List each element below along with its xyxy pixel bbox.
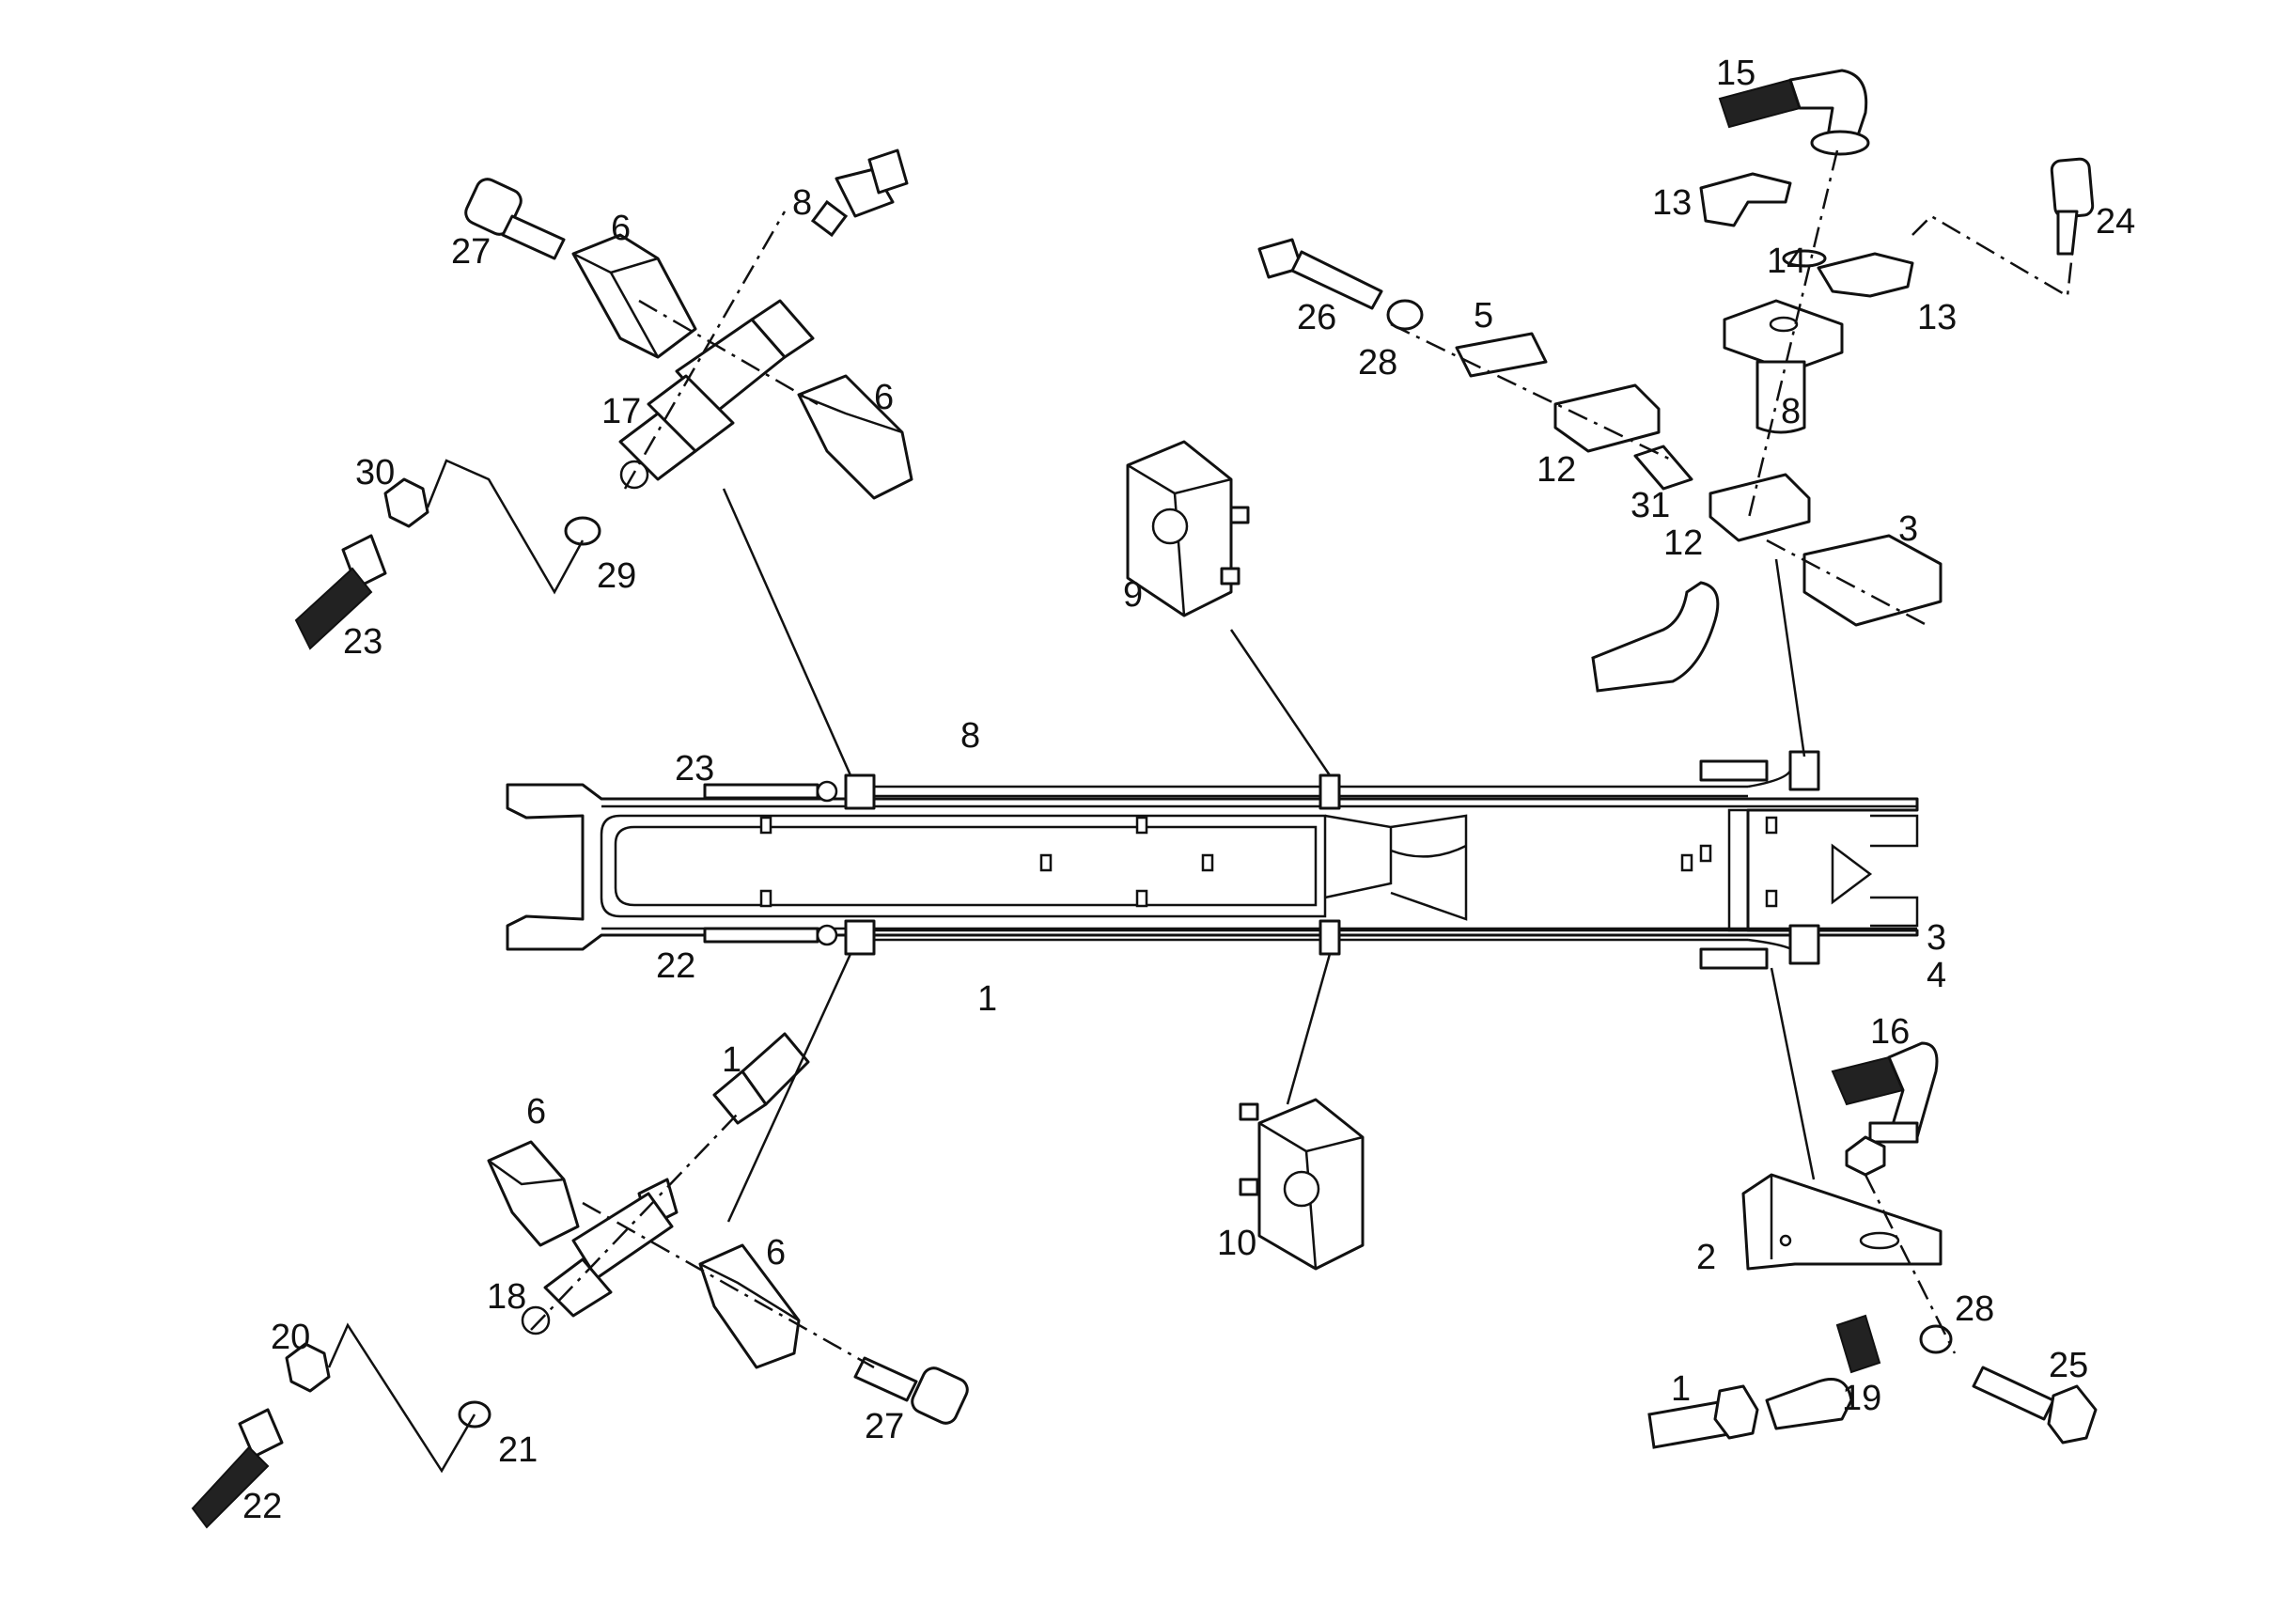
bolt-27-bottom xyxy=(853,1356,969,1425)
elbow-15 xyxy=(1718,69,1870,156)
bolt-27-top xyxy=(464,178,566,260)
elbow-19 xyxy=(1765,1314,1881,1430)
callout-13-b: 13 xyxy=(1917,298,1957,337)
callout-22-b: 22 xyxy=(242,1487,282,1526)
block-6-c xyxy=(487,1140,580,1247)
fitting-8-top xyxy=(810,148,909,238)
callout-2: 2 xyxy=(1696,1238,1716,1277)
callout-17: 17 xyxy=(601,392,641,431)
callout-24: 24 xyxy=(2096,202,2135,242)
callout-12-b: 12 xyxy=(1663,523,1703,563)
callout-27-b: 27 xyxy=(865,1407,904,1446)
block-6-a xyxy=(571,233,697,359)
nut-bracket xyxy=(1845,1135,1886,1177)
washer-28-top xyxy=(1386,299,1424,331)
callout-19: 19 xyxy=(1842,1379,1881,1418)
nut-30 xyxy=(383,477,429,528)
callout-30: 30 xyxy=(355,453,395,492)
callout-21: 21 xyxy=(498,1430,538,1470)
boom-arm xyxy=(506,750,1919,970)
top-right-assembly xyxy=(1257,69,2095,757)
callout-29: 29 xyxy=(597,556,636,596)
block-12-a xyxy=(1553,383,1661,453)
callout-1-a: 1 xyxy=(977,979,997,1019)
callout-3-a: 3 xyxy=(1898,509,1918,549)
callout-27-a: 27 xyxy=(451,232,491,272)
spacer-31 xyxy=(1633,445,1693,491)
top-left-assembly xyxy=(294,148,913,776)
nut-20 xyxy=(285,1342,331,1393)
callout-13-a: 13 xyxy=(1652,183,1692,223)
block-6-b xyxy=(797,374,913,500)
callout-4: 4 xyxy=(1927,956,1946,995)
hose-22 xyxy=(191,1408,284,1529)
callout-23-a: 23 xyxy=(343,622,382,662)
callout-26: 26 xyxy=(1297,298,1336,337)
plate-5 xyxy=(1455,332,1548,378)
block-12-b xyxy=(1708,473,1811,542)
bolt-25 xyxy=(1972,1366,2098,1444)
half-clamp-13-a xyxy=(1699,172,1792,227)
callout-31: 31 xyxy=(1630,486,1670,525)
callout-28-a: 28 xyxy=(1358,343,1397,383)
callout-8-c: 8 xyxy=(960,716,980,756)
callout-16: 16 xyxy=(1870,1012,1910,1052)
washer-28-bottom xyxy=(1919,1324,1953,1354)
callout-6-b: 6 xyxy=(874,378,894,417)
bottom-left-assembly xyxy=(191,953,969,1529)
callout-15: 15 xyxy=(1716,54,1755,93)
fitting-1-right xyxy=(1647,1384,1759,1449)
cap-29 xyxy=(564,516,601,546)
callout-12-a: 12 xyxy=(1537,450,1576,490)
bent-tube xyxy=(1591,581,1720,693)
callout-10: 10 xyxy=(1217,1224,1256,1263)
callout-18: 18 xyxy=(487,1277,526,1317)
callout-25: 25 xyxy=(2049,1346,2088,1385)
valve-18 xyxy=(521,1178,679,1335)
callout-labels: 15 13 14 13 24 26 28 5 8 12 31 12 3 9 27… xyxy=(242,54,2135,1526)
callout-9: 9 xyxy=(1123,575,1143,615)
callout-5: 5 xyxy=(1474,296,1493,336)
hose-23 xyxy=(294,534,387,650)
callout-1-b: 1 xyxy=(722,1040,741,1080)
callout-8-a: 8 xyxy=(1781,392,1801,431)
callout-6-a: 6 xyxy=(611,209,631,248)
callout-6-c: 6 xyxy=(526,1092,546,1132)
mount-8-right xyxy=(1723,299,1844,434)
fitting-1-bottom xyxy=(712,1032,810,1125)
bolt-26 xyxy=(1257,238,1383,310)
callout-20: 20 xyxy=(271,1318,310,1357)
bolt-24 xyxy=(2050,157,2095,256)
callout-3-b: 3 xyxy=(1927,918,1946,958)
seal-14 xyxy=(1782,249,1827,268)
callout-8-b: 8 xyxy=(792,183,812,223)
plate-3 xyxy=(1802,534,1943,627)
half-clamp-13-b xyxy=(1817,252,1914,298)
callout-14: 14 xyxy=(1767,242,1806,281)
callout-22-a: 22 xyxy=(656,946,695,986)
clamp-10 xyxy=(1239,953,1365,1271)
callout-28-b: 28 xyxy=(1955,1289,1994,1329)
callout-23-b: 23 xyxy=(675,749,714,789)
elbow-16 xyxy=(1831,1041,1939,1144)
bottom-right-assembly xyxy=(1647,967,2098,1449)
callout-1-c: 1 xyxy=(1671,1369,1691,1409)
callout-6-d: 6 xyxy=(766,1233,786,1273)
bracket-2 xyxy=(1741,1173,1943,1271)
clamp-9 xyxy=(1126,440,1332,776)
